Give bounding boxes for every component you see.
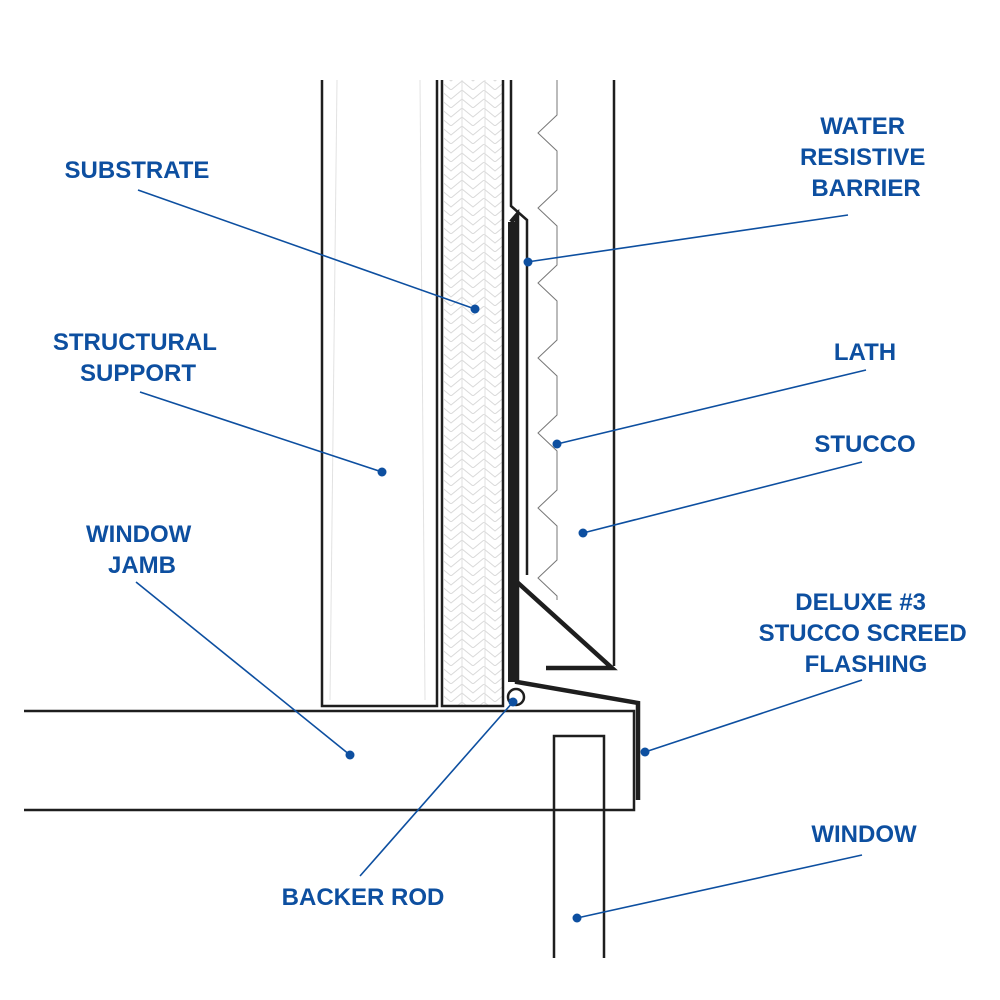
label-backer-rod: BACKER ROD <box>282 884 445 911</box>
screed-drip-leg <box>515 580 618 671</box>
window-member <box>552 734 606 958</box>
label-window-jamb: WINDOW JAMB <box>86 521 198 579</box>
leader-lines <box>135 189 867 923</box>
label-lath: LATH <box>834 339 896 366</box>
label-water-resistive-barrier: WATER RESISTIVE BARRIER <box>800 113 932 202</box>
flashing-flange <box>508 222 519 682</box>
window-jamb-member <box>24 709 636 812</box>
structural-support-member <box>320 79 439 708</box>
label-stucco: STUCCO <box>814 431 915 458</box>
label-deluxe-3-flashing: DELUXE #3 STUCCO SCREED FLASHING <box>759 589 974 678</box>
label-structural-support: STRUCTURAL SUPPORT <box>53 329 223 387</box>
label-substrate: SUBSTRATE <box>65 157 210 184</box>
substrate-member <box>440 80 505 708</box>
lath-mesh <box>537 80 558 600</box>
label-window: WINDOW <box>811 821 917 848</box>
